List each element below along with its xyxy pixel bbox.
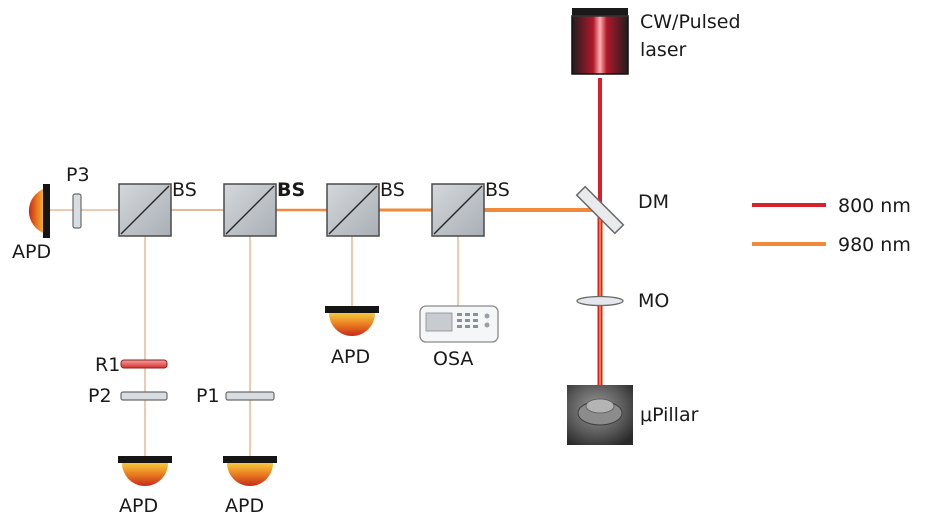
beamsplitter-2 [223, 183, 277, 237]
apd-middle-label: APD [331, 346, 370, 368]
beamsplitter-3 [326, 183, 380, 237]
apd-bottom-1 [118, 456, 172, 486]
p2-label: P2 [88, 385, 112, 407]
cw-pulsed-laser [571, 8, 629, 75]
polarizer-p3 [72, 193, 82, 229]
osa-label: OSA [433, 348, 473, 370]
polarizer-p2 [120, 391, 168, 401]
r1-label: R1 [95, 354, 120, 376]
laser-label-line2: laser [640, 39, 687, 61]
bs2-label: BS [277, 179, 305, 201]
bs4-label: BS [485, 179, 510, 201]
apd-bottom-2 [223, 456, 277, 486]
legend-label-980: 980 nm [838, 234, 911, 256]
apd-bottom-1-label: APD [119, 495, 158, 517]
legend-label-800: 800 nm [838, 195, 911, 217]
microscope-objective [576, 295, 624, 307]
p1-label: P1 [196, 385, 220, 407]
beamsplitter-4 [431, 183, 485, 237]
retarder-r1 [120, 359, 168, 369]
dichroic-mirror [575, 185, 625, 235]
apd-left [28, 184, 50, 238]
beamsplitter-1 [118, 183, 172, 237]
micropillar-sample [567, 385, 633, 445]
laser-label-line1: CW/Pulsed [640, 11, 741, 33]
polarizer-p1 [225, 391, 275, 401]
apd-bottom-2-label: APD [225, 495, 264, 517]
pillar-label: μPillar [640, 404, 699, 426]
legend: 800 nm 980 nm [752, 195, 911, 256]
beam-paths [48, 78, 603, 458]
bs3-label: BS [380, 179, 405, 201]
mo-label: MO [638, 290, 669, 312]
dm-label: DM [638, 191, 669, 213]
bs1-label: BS [172, 179, 197, 201]
p3-label: P3 [66, 164, 90, 186]
osa-instrument [419, 305, 499, 343]
apd-left-label: APD [12, 241, 51, 263]
apd-middle [325, 306, 379, 336]
